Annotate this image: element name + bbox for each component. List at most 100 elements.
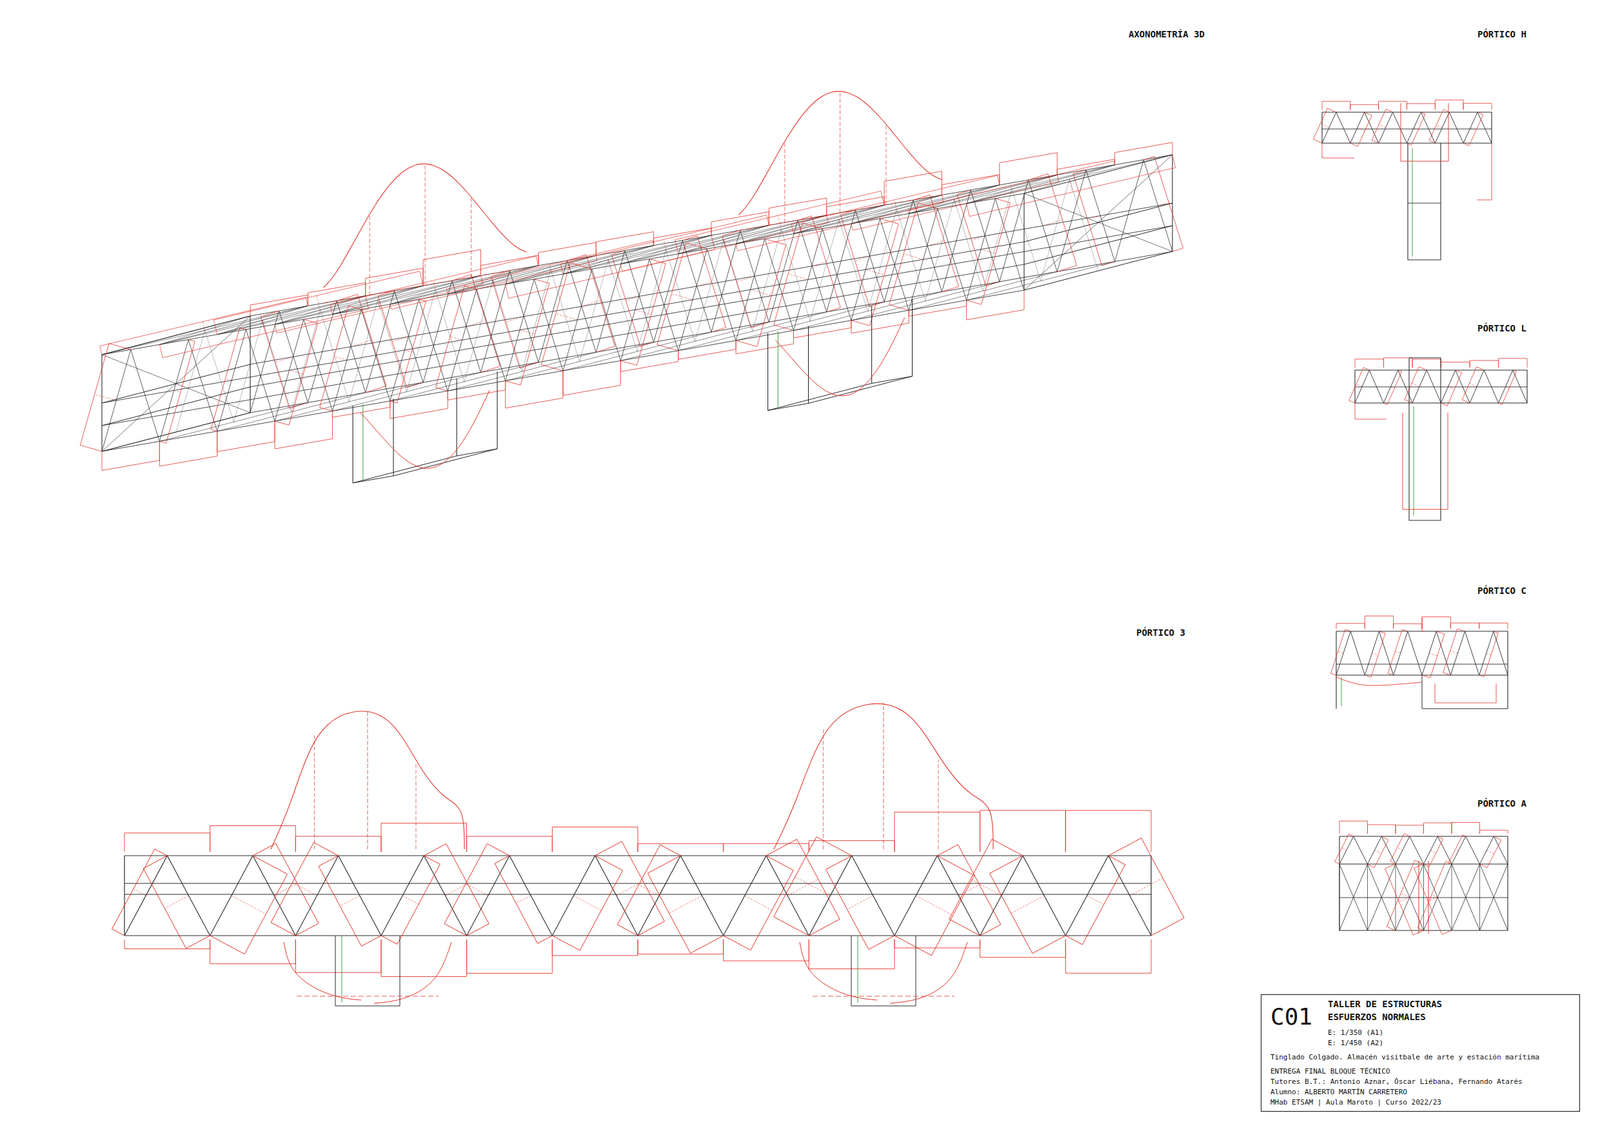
- axial-force-diagram: [1322, 143, 1355, 159]
- force-tick: [669, 895, 703, 914]
- force-tick: [133, 889, 146, 896]
- truss-diagonal: [332, 309, 391, 412]
- roof-brace: [851, 174, 1057, 224]
- force-tick: [402, 895, 419, 905]
- truss-diagonal: [552, 855, 638, 936]
- truss-diagonal: [1422, 631, 1451, 676]
- chord-force-diagram: [793, 320, 852, 338]
- force-tick: [971, 236, 985, 241]
- title-block-text: Tinglado Colgado. Almacén visitbale de a…: [1270, 1053, 1540, 1062]
- force-tick: [750, 289, 772, 296]
- axial-force-diagram: [567, 254, 616, 353]
- roof-beam: [159, 305, 308, 345]
- force-tick: [1011, 185, 1012, 190]
- title-block-text: ESFUERZOS NORMALES: [1327, 1011, 1426, 1023]
- axial-force-diagram: [210, 855, 288, 955]
- axial-force-diagram: [1313, 108, 1336, 144]
- core-column: [767, 333, 769, 411]
- force-tick: [225, 378, 232, 381]
- support-line: [1341, 677, 1343, 707]
- truss-diagonal: [1339, 836, 1368, 865]
- chord-force-diagram: [723, 843, 810, 852]
- axial-force-diagram: [377, 290, 424, 388]
- truss-diagonal: [1450, 631, 1479, 676]
- truss-diagonal: [124, 855, 211, 936]
- force-tick: [1486, 850, 1494, 855]
- roof-brace: [159, 296, 366, 346]
- axial-force-diagram: [1065, 855, 1125, 945]
- roof-beam: [332, 276, 482, 315]
- force-tick: [1371, 653, 1379, 656]
- chord-force-diagram: [999, 152, 1057, 186]
- chord-force-diagram: [1115, 142, 1173, 166]
- chord-force-diagram: [595, 231, 654, 256]
- force-tick: [639, 884, 660, 896]
- roof-brace: [217, 285, 424, 335]
- roof-beam: [505, 245, 654, 285]
- force-tick: [1411, 383, 1420, 387]
- chord-force-diagram: [851, 310, 909, 334]
- roof-brace: [562, 225, 769, 275]
- force-tick: [231, 895, 267, 915]
- axial-force-diagram: [647, 855, 723, 954]
- roof-brace: [217, 305, 309, 335]
- truss-diagonal: [884, 199, 942, 302]
- truss-diagonal: [942, 190, 1000, 293]
- axial-force-diagram: [1400, 103, 1449, 162]
- floor-beam: [966, 261, 1116, 301]
- truss-diagonal: [406, 290, 465, 393]
- axial-force-diagram: [446, 240, 654, 295]
- truss-chord: [1336, 664, 1508, 665]
- truss-diagonal: [894, 855, 981, 936]
- force-tick: [625, 296, 640, 302]
- axial-force-diagram: [1073, 169, 1116, 266]
- force-tick: [915, 895, 953, 916]
- truss-post: [1150, 855, 1152, 936]
- roof-brace: [332, 265, 539, 315]
- title-block-text: E: 1/450 (A2): [1327, 1038, 1384, 1048]
- chord-force-diagram: [637, 939, 724, 955]
- core-base: [871, 376, 913, 384]
- truss-diagonal: [752, 229, 810, 332]
- force-tick: [744, 895, 772, 911]
- axial-force-diagram: [552, 855, 623, 951]
- core-wall: [851, 935, 852, 1007]
- truss-diagonal: [1451, 836, 1481, 865]
- chord-force-diagram: [966, 290, 1025, 320]
- force-tick: [1431, 895, 1438, 898]
- force-tick: [855, 256, 870, 261]
- roof-brace: [274, 296, 366, 325]
- chord-force-diagram: [1354, 359, 1384, 368]
- force-tick: [1413, 127, 1419, 130]
- wall-line: [1507, 675, 1508, 709]
- force-tick: [1338, 651, 1344, 654]
- wall-line: [1422, 675, 1508, 709]
- truss-diagonal: [159, 339, 217, 442]
- force-tick: [1430, 850, 1436, 854]
- force-tick: [1391, 386, 1395, 389]
- axial-force-diagram: [274, 276, 484, 334]
- force-tick: [847, 895, 874, 910]
- chord-force-diagram: [210, 939, 297, 965]
- end-brace: [101, 316, 251, 452]
- axial-force-diagram: [252, 843, 319, 936]
- axial-force-diagram: [989, 855, 1067, 954]
- truss-diagonal: [390, 299, 448, 402]
- axial-force-diagram: [1479, 631, 1499, 677]
- axial-force-diagram: [1429, 109, 1450, 144]
- force-tick: [736, 276, 755, 282]
- floor-beam: [851, 281, 1000, 321]
- axial-force-diagram: [159, 339, 195, 444]
- truss-diagonal: [538, 260, 596, 363]
- force-tick: [1378, 124, 1386, 128]
- axial-force-diagram: [1354, 403, 1387, 420]
- axial-force-diagram: [1498, 370, 1517, 405]
- truss-diagonal: [1480, 836, 1509, 865]
- truss-diagonal: [1383, 370, 1413, 404]
- title-block-text: E: 1/350 (A1): [1327, 1028, 1384, 1038]
- chord-force-diagram: [711, 211, 769, 236]
- truss-chord: [250, 154, 1173, 317]
- axial-force-diagram: [966, 154, 1176, 217]
- axial-force-diagram: [1418, 860, 1420, 934]
- chord-force-diagram: [1498, 358, 1528, 368]
